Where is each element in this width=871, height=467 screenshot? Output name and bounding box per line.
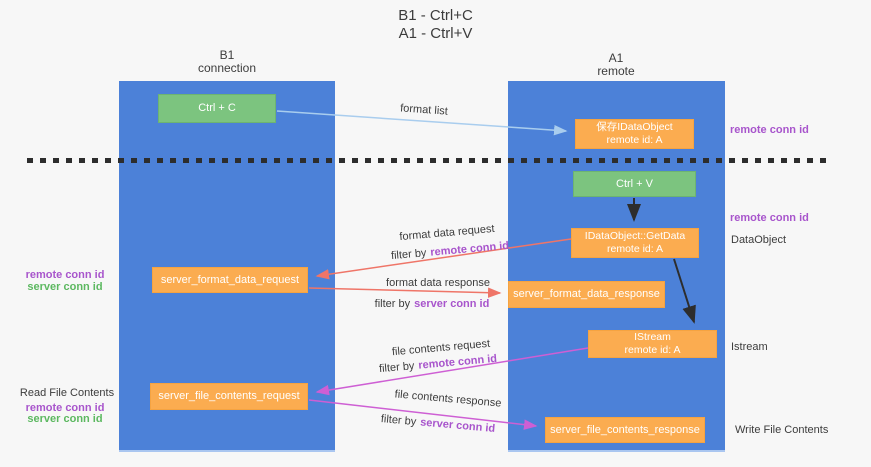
left-remote-conn-id-bottom: remote conn id bbox=[25, 402, 105, 414]
write-file-contents-label: Write File Contents bbox=[735, 424, 829, 436]
format-data-request-label: format data request bbox=[398, 222, 496, 244]
lane-a1-name: A1 bbox=[608, 51, 624, 65]
server-format-data-response-box: server_format_data_response bbox=[508, 281, 665, 308]
lane-b1-role: connection bbox=[197, 61, 257, 75]
lane-a1-role: remote bbox=[597, 64, 635, 78]
format-data-response-label: format data response bbox=[386, 277, 490, 289]
ctrl-c-box: Ctrl + C bbox=[158, 94, 276, 123]
getdata-line2: remote id: A bbox=[606, 243, 664, 255]
file-contents-response-label: file contents response bbox=[394, 388, 502, 410]
lane-header-a1: A1 remote bbox=[541, 52, 691, 78]
istream-line1: IStream bbox=[634, 331, 671, 343]
title-line-2: A1 - Ctrl+V bbox=[398, 25, 473, 42]
ctrl-c-label: Ctrl + C bbox=[198, 102, 236, 114]
phase-divider-dashed-line bbox=[27, 158, 832, 163]
filter-by-text: filter by bbox=[390, 247, 427, 263]
format-list-label: format list bbox=[399, 102, 449, 118]
left-server-conn-id-top: server conn id bbox=[27, 281, 103, 293]
lane-header-b1: B1 connection bbox=[152, 49, 302, 75]
ctrl-v-label: Ctrl + V bbox=[616, 177, 653, 190]
lane-b1-name: B1 bbox=[219, 48, 235, 62]
ctrl-v-box: Ctrl + V bbox=[573, 171, 696, 197]
server-format-data-request-label: server_format_data_request bbox=[160, 273, 300, 286]
idataobject-getdata-box: IDataObject::GetData remote id: A bbox=[571, 228, 699, 258]
title-line-1: B1 - Ctrl+C bbox=[398, 7, 473, 24]
filter-by-text: filter by bbox=[380, 413, 417, 429]
server-format-data-request-box: server_format_data_request bbox=[152, 267, 308, 293]
istream-side-label: Istream bbox=[731, 341, 768, 353]
right-remote-conn-id-mid: remote conn id bbox=[730, 212, 809, 224]
remote-conn-id-text: remote conn id bbox=[417, 352, 498, 372]
right-remote-conn-id-top: remote conn id bbox=[730, 124, 809, 136]
filter-by-text: filter by bbox=[374, 298, 411, 310]
save-dataobject-box: 保存IDataObject remote id: A bbox=[575, 119, 694, 149]
diagram-title: B1 - Ctrl+C A1 - Ctrl+V bbox=[0, 7, 871, 43]
server-file-contents-response-box: server_file_contents_response bbox=[545, 417, 705, 443]
server-file-contents-request-box: server_file_contents_request bbox=[150, 383, 308, 410]
server-file-contents-response-label: server_file_contents_response bbox=[550, 423, 700, 436]
server-conn-id-text: server conn id bbox=[414, 298, 490, 310]
left-remote-conn-id-top: remote conn id bbox=[25, 269, 105, 281]
istream-line2: remote id: A bbox=[624, 344, 681, 356]
server-format-data-response-label: server_format_data_response bbox=[513, 288, 660, 300]
server-file-contents-request-label: server_file_contents_request bbox=[158, 390, 300, 402]
server-conn-id-text: server conn id bbox=[419, 416, 496, 435]
dataobject-label: DataObject bbox=[731, 234, 787, 246]
save-dataobject-line1: 保存IDataObject bbox=[596, 121, 673, 133]
remote-conn-id-text: remote conn id bbox=[429, 239, 510, 259]
filter-by-text: filter by bbox=[378, 360, 415, 376]
left-server-conn-id-bottom: server conn id bbox=[27, 413, 103, 425]
getdata-line1: IDataObject::GetData bbox=[584, 230, 686, 242]
istream-box: IStream remote id: A bbox=[588, 330, 717, 358]
read-file-contents-label: Read File Contents bbox=[19, 387, 115, 399]
save-dataobject-line2: remote id: A bbox=[606, 134, 663, 146]
